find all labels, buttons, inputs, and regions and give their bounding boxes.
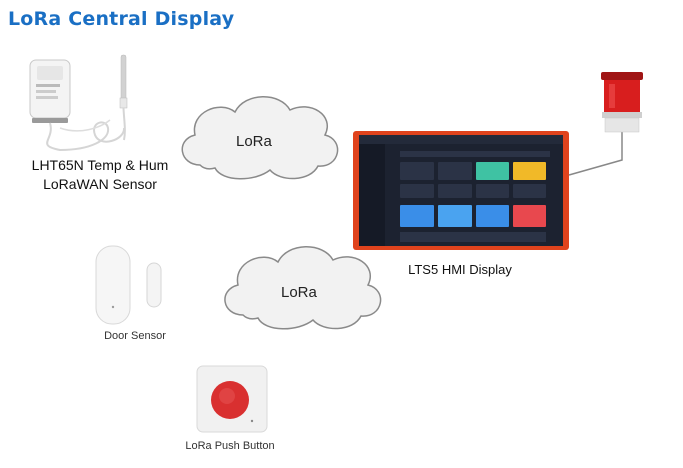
door-sensor-label: Door Sensor [104, 330, 166, 342]
temp-sensor-label: LHT65N Temp & Hum LoRaWAN Sensor [10, 156, 190, 194]
temp-sensor-label-line2: LoRaWAN Sensor [43, 176, 157, 192]
temp-sensor-label-line1: LHT65N Temp & Hum [31, 157, 169, 173]
lora-cloud-1 [181, 96, 339, 180]
door-sensor-image [95, 245, 162, 325]
temp-humidity-sensor-image [29, 54, 128, 152]
hmi-display-image [353, 131, 569, 250]
push-button-label: LoRa Push Button [185, 440, 275, 452]
lora-cloud-2 [224, 246, 382, 330]
hmi-display-label: LTS5 HMI Display [408, 262, 512, 277]
push-button-image [196, 365, 268, 433]
cloud-label-1: LoRa [236, 133, 272, 150]
display-alarm-link [568, 130, 623, 176]
page-title: LoRa Central Display [8, 8, 235, 30]
alarm-light-image [601, 72, 643, 133]
cloud-label-2: LoRa [281, 284, 317, 301]
